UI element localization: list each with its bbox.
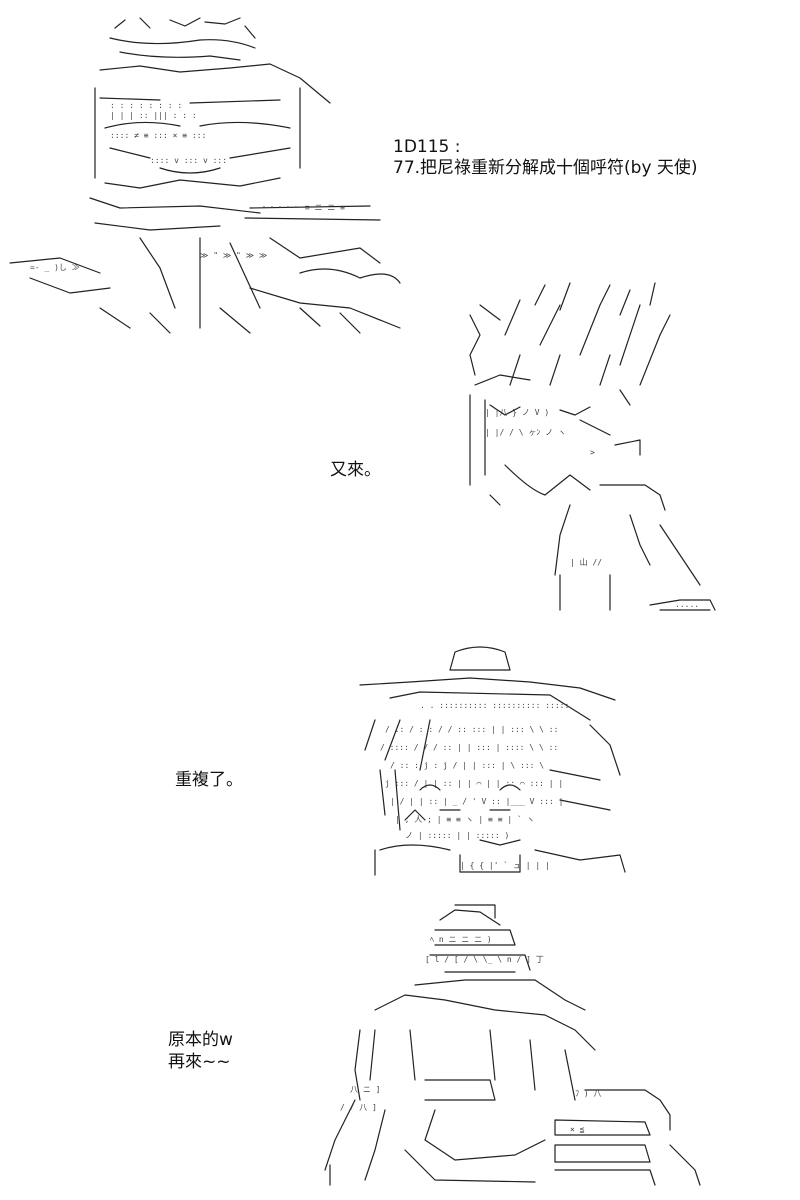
svg-text:/ :: : j : j / | | ::: | \ :::: / :: : j : j / | | ::: | \ ::: \ xyxy=(390,761,544,770)
ascii-art-panel-1: : : : : : : : : | | | :: ||| : : : :::: … xyxy=(0,8,430,338)
svg-text:| / | | :: | _ / ' V :: |___ V: | / | | :: | _ / ' V :: |___ V ::: | xyxy=(390,797,563,806)
ascii-art-figure-shadowed-icon: | |八 } ノ V ) | |/ / \ ヶﾝ ノ ヽ > | 山 // ..… xyxy=(469,282,716,611)
panel4-caption-line1: 原本的w xyxy=(168,1030,233,1050)
ascii-art-nero-feast-icon: : : : : : : : : | | | :: ||| : : : :::: … xyxy=(9,17,401,334)
post-id-heading: 1D115 : xyxy=(393,137,461,157)
ascii-art-panel-2: | |八 } ノ V ) | |/ / \ ヶﾝ ノ ヽ > | 山 // ..… xyxy=(460,275,730,615)
svg-text:≫ " ≫ " ≫ ≫: ≫ " ≫ " ≫ ≫ xyxy=(200,251,267,260)
ascii-art-panel-3: . . :::::::::: :::::::::: ::::: / :: / :… xyxy=(350,640,640,880)
ascii-art-figure-back-icon: ﾍ n ニ ニ ニ ) [ l / [ / \ \_ \ n / ] 丁 八 ニ… xyxy=(324,904,701,1186)
svg-text:ﾌ ) 八: ﾌ ) 八 xyxy=(575,1089,601,1098)
svg-text:| ; 人 ; | ≡ ≡ ヽ | ≡ ≡ | ` ヽ: | ; 人 ; | ≡ ≡ ヽ | ≡ ≡ | ` ヽ xyxy=(395,814,535,824)
svg-text::::: ≠ ≡ ::: × ≡ :::: :::: ≠ ≡ ::: × ≡ ::: xyxy=(110,131,206,140)
panel2-caption: 又來。 xyxy=(330,460,381,480)
ascii-art-panel-4: ﾍ n ニ ニ ニ ) [ l / [ / \ \_ \ n / ] 丁 八 ニ… xyxy=(315,900,705,1190)
svg-text:・・・・・ ≡ ニ ニ ≡: ・・・・・ ≡ ニ ニ ≡ xyxy=(260,203,345,212)
svg-text:j ::: / | | :: | | ⌒ | | :: ⌒: j ::: / | | :: | | ⌒ | | :: ⌒ ::: | | xyxy=(385,779,563,788)
svg-text:| | | :: ||| : : :: | | | :: ||| : : : xyxy=(110,111,197,120)
svg-text:. . :::::::::: :::::::::: ::::: . . :::::::::: :::::::::: ::::: xyxy=(420,701,569,710)
svg-text:/ :: / : : / / :: ::: | | :::: / :: / : : / / :: ::: | | ::: \ \ :: xyxy=(385,725,558,734)
svg-text:/ :::: / / / :: | | ::: | ::::: / :::: / / / :: | | ::: | :::: \ \ :: xyxy=(380,743,558,752)
svg-text:| |八 } ノ V ): | |八 } ノ V ) xyxy=(485,408,549,417)
svg-text:| { { |' ` ュ | | |: | { { |' ` ュ | | | xyxy=(460,860,550,870)
svg-text:八 ニ ]: 八 ニ ] xyxy=(350,1085,380,1094)
ascii-art-figure-hat-icon: . . :::::::::: :::::::::: ::::: / :: / :… xyxy=(359,646,626,876)
svg-text::::: v ::: v :::: :::: v ::: v ::: xyxy=(150,156,227,165)
svg-text:ノ | ::::: | | ::::: ): ノ | ::::: | | ::::: ) xyxy=(405,831,509,840)
svg-text:>: > xyxy=(590,448,595,457)
svg-text:: : : : : : : :: : : : : : : : : xyxy=(110,101,182,110)
post-title-line: 77.把尼祿重新分解成十個呼符(by 天使) xyxy=(393,158,698,178)
svg-text:=- _ )し ≫: =- _ )し ≫ xyxy=(30,263,80,272)
panel4-caption-line2: 再來~~ xyxy=(168,1052,231,1072)
svg-text:ﾍ n ニ ニ ニ ): ﾍ n ニ ニ ニ ) xyxy=(430,935,492,944)
svg-text:× ≦: × ≦ xyxy=(570,1125,585,1134)
svg-text:[ l / [ / \ \_ \ n / ] 丁: [ l / [ / \ \_ \ n / ] 丁 xyxy=(425,955,544,964)
panel3-caption: 重複了。 xyxy=(175,770,243,790)
svg-text:.....: ..... xyxy=(675,600,699,609)
svg-text:/ / 八 ]: / / 八 ] xyxy=(340,1103,377,1112)
svg-text:| 山 //: | 山 // xyxy=(570,557,602,567)
svg-text:| |/ / \ ヶﾝ ノ ヽ: | |/ / \ ヶﾝ ノ ヽ xyxy=(485,428,566,437)
